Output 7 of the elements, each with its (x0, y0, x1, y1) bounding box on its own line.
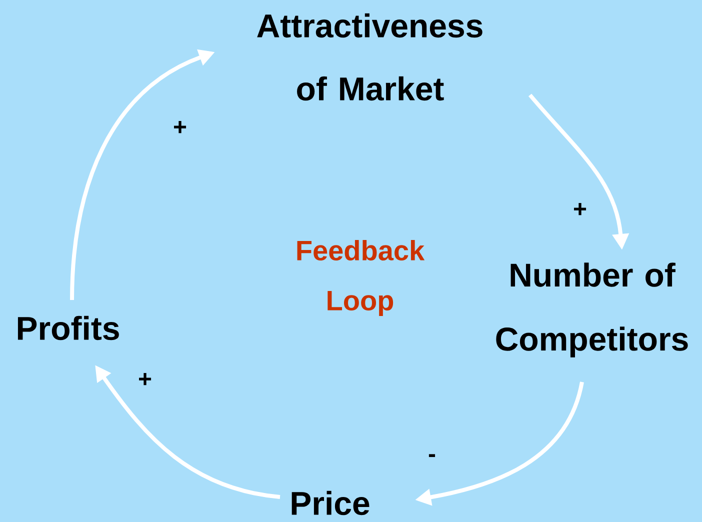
node-label: Price (292, 490, 370, 516)
center-label: Feedback Loop (297, 240, 425, 316)
node-label: Profits (18, 316, 119, 340)
edge-label: - (427, 453, 437, 463)
node-label: Attractiveness of Market (257, 13, 482, 101)
edge-label: + (172, 120, 188, 136)
node-label: Number of Competitors (496, 262, 688, 358)
